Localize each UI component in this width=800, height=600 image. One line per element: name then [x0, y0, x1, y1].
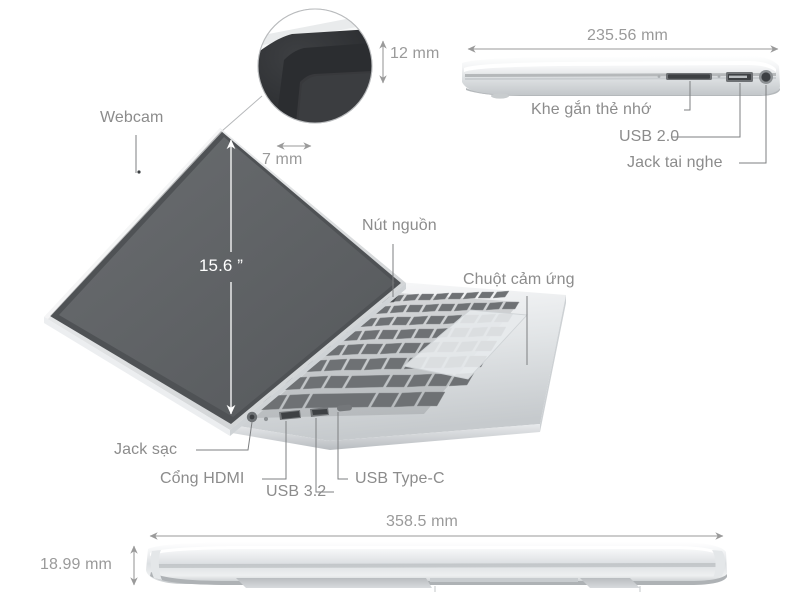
dim-label-side-width: 235.56 mm: [587, 27, 668, 44]
leader-lines-open: [135, 135, 528, 493]
front-lip-left: [236, 578, 432, 588]
leader-lines-side: [672, 81, 767, 164]
label-usbc: USB Type-C: [355, 470, 445, 487]
label-power-button: Nút nguồn: [362, 217, 437, 234]
dim-label-front-width: 358.5 mm: [386, 513, 458, 530]
webcam-dot: [137, 170, 141, 174]
dim-label-front-height: 18.99 mm: [40, 556, 112, 573]
label-hdmi: Cổng HDMI: [160, 470, 245, 487]
label-headphone: Jack tai nghe: [627, 154, 723, 171]
bezel-closeup-inset: [221, 8, 373, 132]
rubber-foot: [491, 93, 509, 99]
label-webcam: Webcam: [100, 109, 164, 126]
card-reader-slot: [666, 73, 712, 80]
laptop-lid: [44, 128, 406, 436]
side-profile-illustration: [462, 56, 780, 99]
label-charge-jack: Jack sạc: [114, 441, 178, 458]
usb-c-port: [337, 404, 352, 412]
usb-2-port-side: [726, 72, 753, 82]
label-card-reader: Khe gắn thẻ nhớ: [531, 101, 652, 118]
open-laptop-illustration: [44, 128, 566, 450]
headphone-jack-port: [759, 70, 773, 84]
label-touchpad: Chuột cảm ứng: [463, 271, 575, 288]
label-usb32: USB 3.2: [266, 483, 327, 500]
label-usb20: USB 2.0: [619, 128, 680, 145]
dim-label-bezel-thickness: 12 mm: [390, 45, 440, 62]
label-screen-size: 15.6 ”: [199, 256, 244, 275]
front-lip-right: [580, 578, 640, 588]
left-port-cluster: [246, 404, 352, 423]
dim-label-bezel-width: 7 mm: [262, 151, 303, 168]
status-led: [263, 416, 269, 422]
front-closed-illustration: [146, 542, 727, 592]
